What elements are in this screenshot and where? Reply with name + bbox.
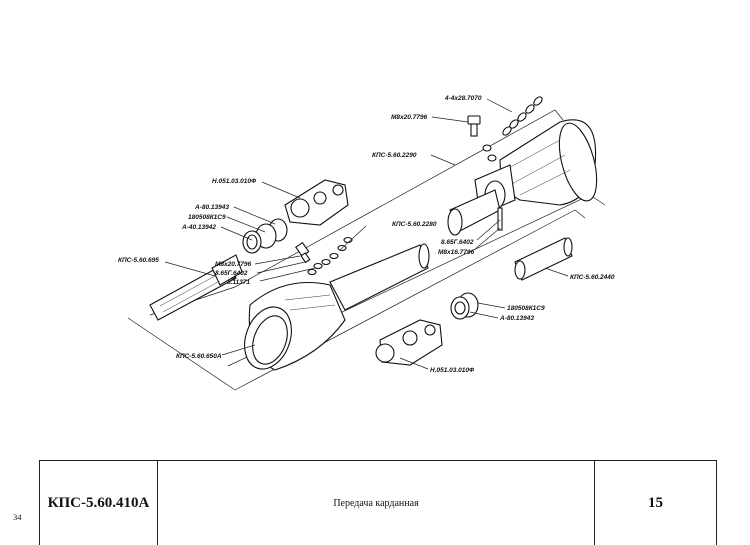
callout-pin-6402-right: 8.65Г.6402 — [441, 239, 474, 246]
tube-right-part — [447, 189, 503, 236]
callout-chain: 4-4x28.7070 — [444, 95, 482, 102]
chain-part — [502, 96, 543, 136]
callout-kps-695: КПС-5.60.695 — [118, 257, 159, 264]
callout-bolt-mid: M8x20.7796 — [215, 261, 252, 268]
drawing-code: КПС-5.60.410А — [40, 461, 158, 545]
callout-ring-13943-left: А-80.13943 — [194, 204, 229, 211]
title-block: КПС-5.60.410А Передача карданная 15 — [39, 460, 717, 545]
shaft-right-part — [514, 237, 573, 281]
callout-fork-bottom: Н.051.03.010Ф — [430, 367, 475, 374]
bolt-top-part — [467, 115, 497, 162]
callout-bearing-right: 180508К1С9 — [507, 305, 545, 312]
callout-pin-6402-mid: 8.65Г.6402 — [215, 270, 248, 277]
callout-ring-13942: А-40.13942 — [181, 224, 216, 231]
shield-left-part — [244, 243, 430, 371]
sheet-number: 15 — [648, 494, 663, 511]
callout-fork-top: Н.051.03.010Ф — [212, 178, 257, 185]
bearing-right-part — [450, 292, 479, 320]
splined-shaft-left-part — [149, 254, 243, 321]
callout-bolt-right: M8x16.7796 — [438, 249, 475, 256]
callout-kps-2440: КПС-5.60.2440 — [570, 274, 615, 281]
drawing-name: Передача карданная — [158, 461, 595, 545]
callout-ring-13943-right: А-80.13943 — [499, 315, 534, 322]
callout-bearing-left: 180508К1С9 — [188, 214, 226, 221]
callout-kps-650a: КПС-5.60.650А — [176, 353, 222, 360]
callout-labels: 4-4x28.7070 M8x20.7796 КПС-5.60.2290 Н.0… — [118, 95, 615, 374]
callout-kps-2290: КПС-5.60.2290 — [372, 152, 417, 159]
exploded-assembly-drawing: 4-4x28.7070 M8x20.7796 КПС-5.60.2290 Н.0… — [118, 95, 615, 391]
callout-bolt-top: M8x20.7796 — [391, 114, 428, 121]
bolt-mid-part — [295, 241, 311, 264]
page-number: 34 — [13, 512, 22, 522]
rings-left-part — [242, 218, 288, 254]
leader-lines — [164, 98, 569, 370]
universal-joint-bottom-part — [375, 319, 443, 366]
universal-joint-top-part — [284, 179, 349, 226]
callout-pin-11371: 8.11371 — [227, 279, 250, 286]
callout-kps-2280: КПС-5.60.2280 — [392, 221, 437, 228]
